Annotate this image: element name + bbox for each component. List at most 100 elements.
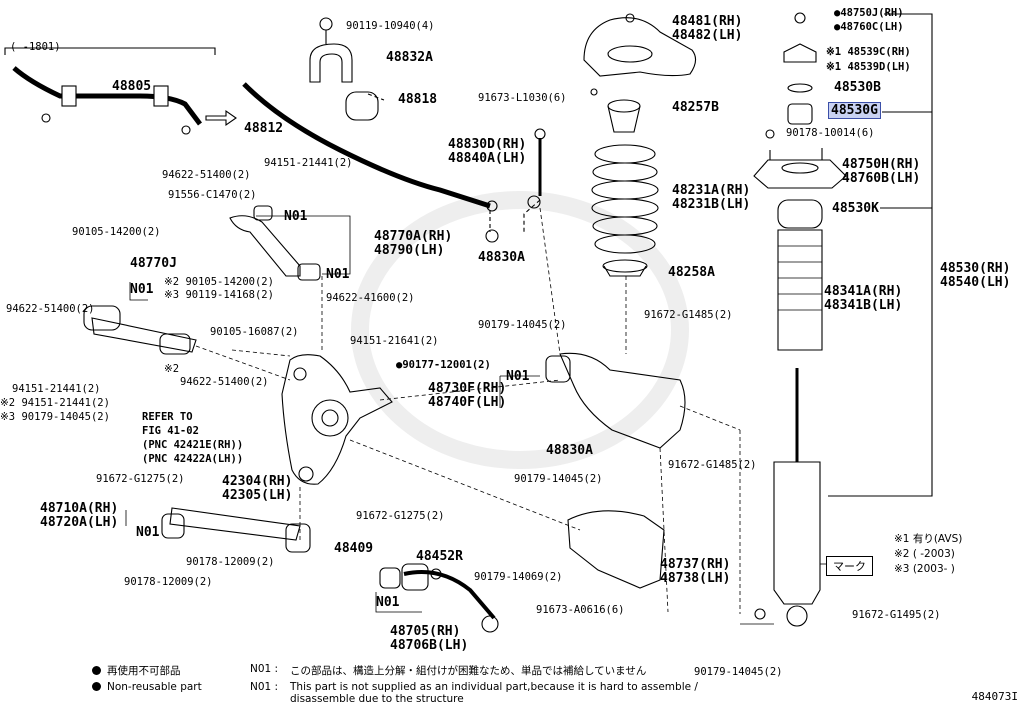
part-48840A[interactable]: 48840A(LH) [448, 151, 527, 166]
part-48706B[interactable]: 48706B(LH) [390, 638, 469, 653]
note-1: ※1 有り(AVS) [894, 533, 963, 545]
highlight-box[interactable]: 48530G [828, 102, 881, 119]
part-48790[interactable]: 48790(LH) [374, 243, 445, 258]
part-48705[interactable]: 48705(RH) [390, 624, 461, 639]
part-90105-14200-b[interactable]: ※2 90105-14200(2) [164, 276, 274, 288]
part-90178-12009-b[interactable]: 90178-12009(2) [124, 576, 213, 588]
part-48539D[interactable]: ※1 48539D(LH) [826, 61, 911, 73]
part-42304[interactable]: 42304(RH) [222, 474, 293, 489]
part-48818[interactable]: 48818 [398, 92, 438, 107]
watermark-emblem [351, 191, 689, 469]
knuckle-42304 [281, 354, 393, 485]
part-48830A-mid[interactable]: 48830A [546, 443, 593, 458]
part-90179-14045-mid[interactable]: 90179-14045(2) [478, 319, 567, 331]
part-48738[interactable]: 48738(LH) [660, 571, 731, 586]
part-91673-A0616[interactable]: 91673-A0616(6) [536, 604, 625, 616]
part-48481[interactable]: 48481(RH) [672, 14, 743, 29]
part-48830A-top[interactable]: 48830A [478, 250, 525, 265]
part-48452R[interactable]: 48452R [416, 549, 463, 564]
support-48750H [753, 159, 847, 189]
part-91672-G1495[interactable]: 91672-G1495(2) [852, 609, 941, 621]
part-48720A[interactable]: 48720A(LH) [40, 515, 119, 530]
part-94151-21441-top[interactable]: 94151-21441(2) [264, 157, 353, 169]
part-48257B[interactable]: 48257B [672, 100, 719, 115]
part-94622-41600[interactable]: 94622-41600(2) [326, 292, 415, 304]
part-90119-14168[interactable]: ※3 90119-14168(2) [164, 289, 274, 301]
upper-support-48481 [583, 17, 697, 77]
bumper-48530K [777, 199, 823, 229]
upper-arm-48770A [229, 215, 301, 277]
part-48750J[interactable]: ●48750J(RH) [834, 7, 904, 19]
part-91672-G1485-b[interactable]: 91672-G1485(2) [668, 459, 757, 471]
part-48530RH[interactable]: 48530(RH) [940, 261, 1011, 276]
part-48760B[interactable]: 48760B(LH) [842, 171, 921, 186]
part-90179-14069[interactable]: 90179-14069(2) [474, 571, 563, 583]
stabilizer-bar-48805 [12, 66, 202, 126]
part-48760C[interactable]: ●48760C(LH) [834, 21, 904, 33]
part-48812[interactable]: 48812 [244, 121, 284, 136]
part-90119-10940[interactable]: 90119-10940(4) [346, 20, 435, 32]
part-48730F[interactable]: 48730F(RH) [428, 381, 507, 396]
part-94151-21641[interactable]: 94151-21641(2) [350, 335, 439, 347]
refer-line-1: REFER TO [142, 411, 193, 423]
legend-nonreusable-en: Non-reusable part [92, 681, 202, 693]
assembly-bracket [828, 13, 933, 497]
part-91672-G1275-a[interactable]: 91672-G1275(2) [96, 473, 185, 485]
part-48832A[interactable]: 48832A [386, 50, 433, 65]
note-3: ※3 (2003- ) [894, 563, 955, 575]
part-48341B[interactable]: 48341B(LH) [824, 298, 903, 313]
part-48409[interactable]: 48409 [334, 541, 374, 556]
refer-line-4: (PNC 42422A(LH)) [142, 453, 244, 465]
part-48750H[interactable]: 48750H(RH) [842, 157, 921, 172]
cover-48737 [567, 510, 665, 589]
part-94151-21441-x2[interactable]: ※2 94151-21441(2) [0, 397, 110, 409]
refer-line-2[interactable]: FIG 41-02 [142, 425, 199, 437]
part-94151-21441-left[interactable]: 94151-21441(2) [12, 383, 101, 395]
part-42305[interactable]: 42305(LH) [222, 488, 293, 503]
part-91673-L1030[interactable]: 91673-L1030(6) [478, 92, 567, 104]
part-91672-G1485-a[interactable]: 91672-G1485(2) [644, 309, 733, 321]
part-n01-e: N01 [136, 525, 160, 540]
part-90179-14045-bottom[interactable]: 90179-14045(2) [694, 666, 783, 678]
part-48231B[interactable]: 48231B(LH) [672, 197, 751, 212]
part-n01-c: N01 [130, 282, 154, 297]
link-48705 [403, 570, 496, 620]
part-94622-51400-b[interactable]: 94622-51400(2) [180, 376, 269, 388]
part-48482[interactable]: 48482(LH) [672, 28, 743, 43]
part-48740F[interactable]: 48740F(LH) [428, 395, 507, 410]
part-48830D[interactable]: 48830D(RH) [448, 137, 527, 152]
part-90105-16087[interactable]: 90105-16087(2) [210, 326, 299, 338]
part-48710A[interactable]: 48710A(RH) [40, 501, 119, 516]
arm-48770J [91, 317, 197, 353]
part-48770J[interactable]: 48770J [130, 256, 177, 271]
part-48805[interactable]: 48805 [112, 79, 152, 94]
boot-48341A [777, 229, 823, 351]
part-48540LH[interactable]: 48540(LH) [940, 275, 1011, 290]
legend-n01-en-1: This part is not supplied as an individu… [290, 681, 698, 693]
part-91672-G1275-b[interactable]: 91672-G1275(2) [356, 510, 445, 522]
part-90179-14045-x3[interactable]: ※3 90179-14045(2) [0, 411, 110, 423]
part-48341A[interactable]: 48341A(RH) [824, 284, 903, 299]
part-48530K[interactable]: 48530K [832, 201, 879, 216]
part-94622-51400-top[interactable]: 94622-51400(2) [162, 169, 251, 181]
part-48231A[interactable]: 48231A(RH) [672, 183, 751, 198]
part-90178-12009-a[interactable]: 90178-12009(2) [186, 556, 275, 568]
part-91556-C1470[interactable]: 91556-C1470(2) [168, 189, 257, 201]
part-48737[interactable]: 48737(RH) [660, 557, 731, 572]
refer-line-3: (PNC 42421E(RH)) [142, 439, 244, 451]
part-48530G-highlighted[interactable]: 48530G [828, 102, 881, 119]
part-90179-14045-low[interactable]: 90179-14045(2) [514, 473, 603, 485]
part-90178-10014[interactable]: 90178-10014(6) [786, 127, 875, 139]
part-48530B[interactable]: 48530B [834, 80, 881, 95]
lower-arm-48730F [559, 352, 686, 449]
diagram-id: 484073I [971, 690, 1018, 703]
part-90105-14200-a[interactable]: 90105-14200(2) [72, 226, 161, 238]
part-48770A[interactable]: 48770A(RH) [374, 229, 453, 244]
legend-n01-code-en: N01 : [250, 681, 279, 693]
note-x2-marker: ※2 [164, 363, 180, 375]
part-90177-12001[interactable]: ●90177-12001(2) [396, 359, 491, 371]
part-94622-51400-left[interactable]: 94622-51400(2) [6, 303, 95, 315]
part-48258A[interactable]: 48258A [668, 265, 715, 280]
part-48539C[interactable]: ※1 48539C(RH) [826, 46, 911, 58]
